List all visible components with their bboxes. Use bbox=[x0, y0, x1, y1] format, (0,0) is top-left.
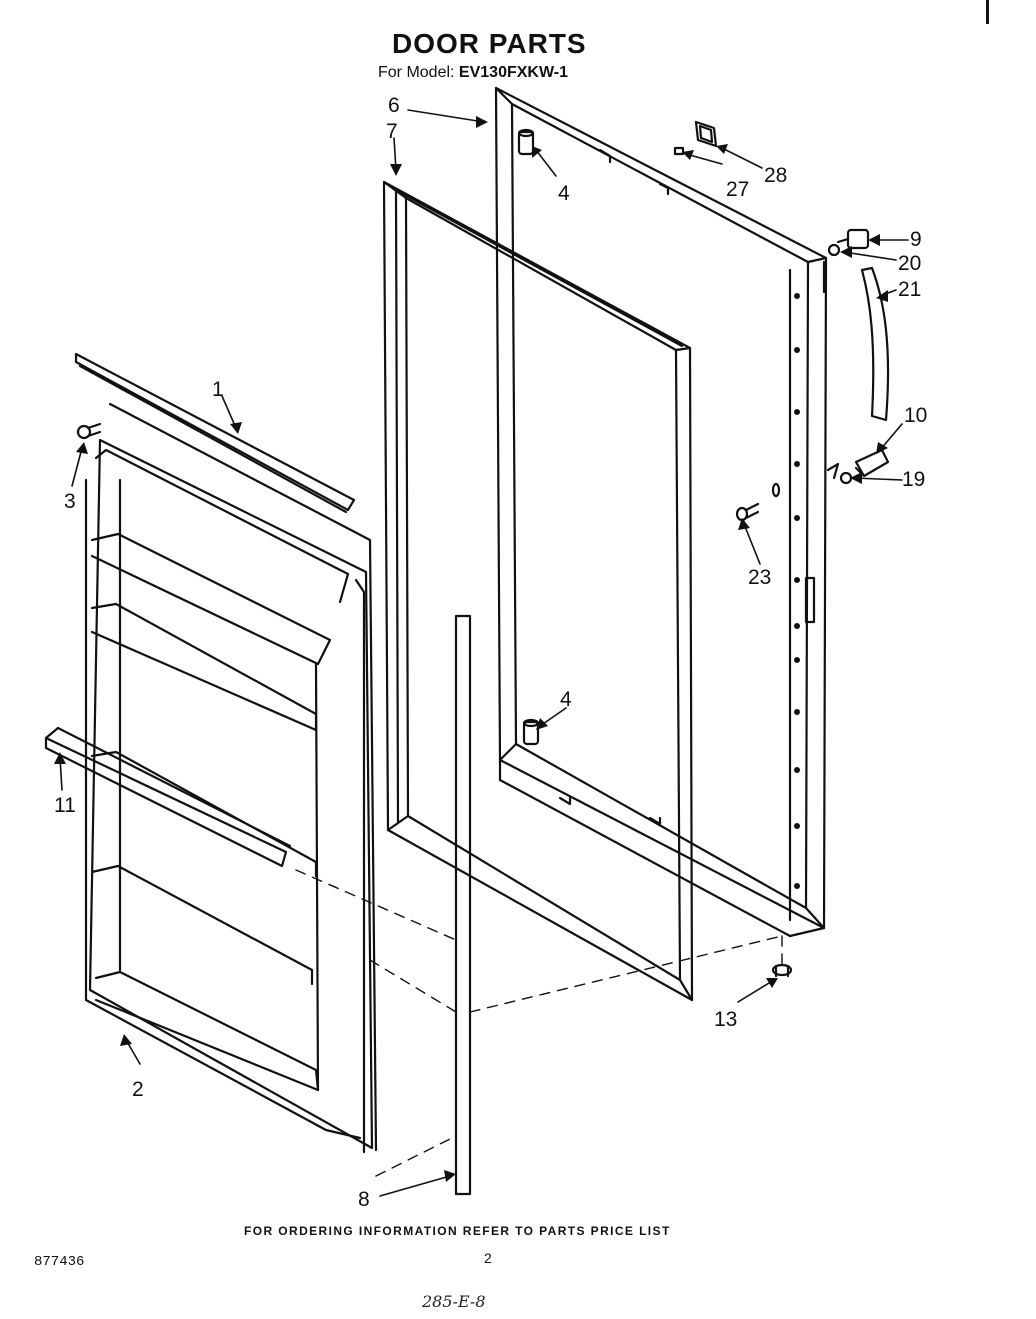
frame-screw-holes bbox=[794, 293, 800, 889]
callout-27: 27 bbox=[726, 178, 749, 201]
leader-arrowheads bbox=[54, 116, 888, 1182]
washer-part-19 bbox=[839, 471, 853, 485]
callout-numbers: 6 7 4 28 27 9 20 21 1 3 10 19 23 4 11 13… bbox=[54, 94, 927, 1211]
frame-slot bbox=[804, 576, 816, 624]
handwritten-note: 285-E-8 bbox=[422, 1292, 486, 1311]
callout-6: 6 bbox=[388, 94, 400, 117]
handle-part-21 bbox=[860, 266, 890, 422]
callout-9: 9 bbox=[910, 228, 922, 251]
callout-11: 11 bbox=[54, 794, 76, 817]
clip-part-27 bbox=[673, 146, 685, 156]
door-shelf-bar-part-11 bbox=[44, 726, 292, 868]
vertical-strip-part-8 bbox=[454, 614, 472, 1196]
ordering-note: FOR ORDERING INFORMATION REFER TO PARTS … bbox=[244, 1224, 671, 1238]
spring-clip bbox=[826, 462, 840, 480]
document-number: 877436 bbox=[34, 1254, 85, 1270]
page-number: 2 bbox=[484, 1250, 492, 1266]
model-line: For Model: EV130FXKW-1 bbox=[378, 64, 568, 82]
leveling-leg-part-13 bbox=[771, 963, 793, 978]
callout-23: 23 bbox=[748, 566, 771, 589]
callout-7: 7 bbox=[386, 120, 398, 143]
door-gasket-part-7 bbox=[382, 180, 694, 1002]
callout-2: 2 bbox=[132, 1078, 144, 1101]
strike-part-10 bbox=[854, 448, 890, 478]
model-label: For Model: bbox=[378, 64, 455, 81]
page-title: DOOR PARTS bbox=[392, 28, 587, 59]
callout-21: 21 bbox=[898, 278, 921, 301]
callout-4-bottom: 4 bbox=[560, 688, 572, 711]
projection-lines bbox=[295, 869, 783, 1177]
model-number: EV130FXKW-1 bbox=[458, 64, 568, 81]
plug-part-28 bbox=[694, 120, 718, 148]
latch-part-9 bbox=[836, 228, 870, 250]
callout-3: 3 bbox=[64, 490, 76, 513]
callout-28: 28 bbox=[764, 164, 787, 187]
hinge-bushing-bottom-part-4 bbox=[522, 718, 540, 746]
callout-10: 10 bbox=[904, 404, 927, 427]
callout-19: 19 bbox=[902, 468, 925, 491]
callout-1: 1 bbox=[212, 378, 224, 401]
screw-part-23 bbox=[735, 482, 781, 522]
top-trim-part-1 bbox=[74, 352, 356, 514]
hinge-bushing-top-part-4 bbox=[517, 128, 535, 156]
leader-lines bbox=[59, 109, 909, 1197]
callout-13: 13 bbox=[714, 1008, 737, 1031]
washer-part-20 bbox=[822, 243, 841, 294]
inner-door-panel-part-2 bbox=[84, 402, 378, 1154]
screw-part-3 bbox=[76, 422, 102, 440]
door-frame-part-6 bbox=[494, 86, 828, 938]
scan-edge-mark bbox=[986, 0, 989, 24]
callout-4-top: 4 bbox=[558, 182, 570, 205]
callout-20: 20 bbox=[898, 252, 921, 275]
callout-8: 8 bbox=[358, 1188, 370, 1211]
